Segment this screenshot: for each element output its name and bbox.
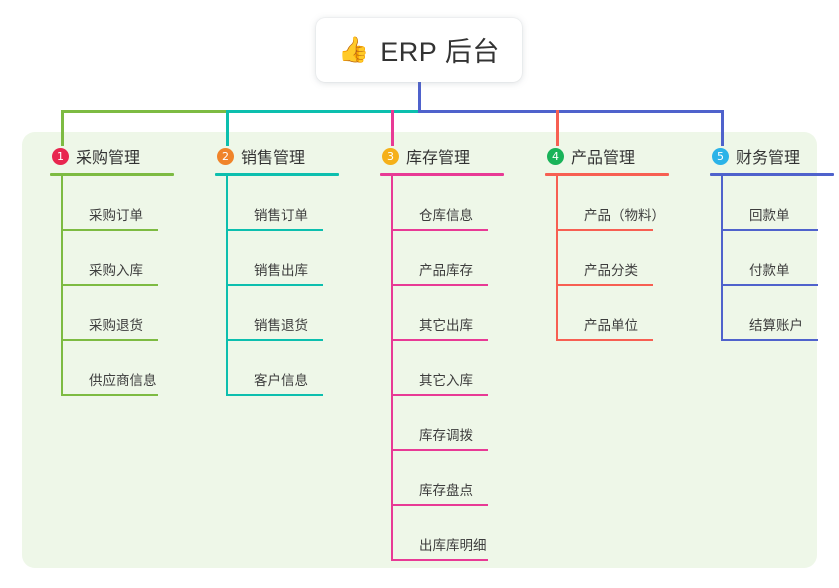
tree-item-label: 产品单位	[584, 318, 638, 333]
tree-item-label: 回款单	[749, 208, 790, 223]
tree-item-underline	[61, 339, 158, 341]
column-underline-5	[710, 173, 834, 176]
tree-item-underline	[61, 394, 158, 396]
trunk-connector	[418, 82, 421, 113]
column-badge-5: 5	[712, 147, 729, 165]
tree-item-label: 销售出库	[254, 263, 308, 278]
page-title: ERP 后台	[380, 36, 500, 67]
tree-item-underline	[226, 339, 323, 341]
tree-item-underline	[391, 504, 488, 506]
tree-item-underline	[391, 559, 488, 561]
tree-item-label: 付款单	[749, 263, 790, 278]
column-underline-2	[215, 173, 339, 176]
tree-item-label: 客户信息	[254, 373, 308, 388]
column-stem-4	[556, 176, 558, 339]
tree-item-underline	[61, 229, 158, 231]
column-title-3: 库存管理	[406, 150, 471, 167]
tree-item-label: 其它出库	[419, 318, 473, 333]
drop-connector-1	[61, 110, 64, 146]
column-stem-3	[391, 176, 393, 559]
column-title-1: 采购管理	[76, 150, 141, 167]
tree-item-label: 销售退货	[254, 318, 308, 333]
tree-item-underline	[391, 284, 488, 286]
tree-item-label: 结算账户	[749, 318, 803, 333]
column-badge-4: 4	[547, 147, 564, 165]
tree-item-underline	[721, 284, 818, 286]
tree-item-label: 供应商信息	[89, 373, 157, 388]
column-header-5[interactable]: 5 财务管理	[712, 144, 800, 168]
drop-connector-2	[226, 110, 229, 146]
bus-segment-2	[226, 110, 421, 113]
tree-item-label: 出库库明细	[419, 538, 487, 553]
column-badge-3: 3	[382, 147, 399, 165]
tree-item-underline	[556, 229, 653, 231]
tree-item-label: 采购退货	[89, 318, 143, 333]
tree-item-underline	[721, 229, 818, 231]
column-title-5: 财务管理	[736, 150, 801, 167]
tree-item-underline	[61, 284, 158, 286]
tree-item-label: 采购入库	[89, 263, 143, 278]
root-node-content: 👍 ERP 后台	[338, 30, 500, 69]
tree-item-label: 销售订单	[254, 208, 308, 223]
bus-segment-1	[61, 110, 229, 113]
tree-item-label: 产品（物料）	[584, 208, 665, 223]
diagram-panel	[22, 132, 817, 568]
column-underline-3	[380, 173, 504, 176]
column-list: 1 采购管理采购订单采购入库采购退货供应商信息 2 销售管理销售订单销售出库销售退货客…	[22, 132, 834, 568]
tree-item-label: 库存盘点	[419, 483, 473, 498]
drop-connector-5	[721, 110, 724, 146]
tree-item-label: 采购订单	[89, 208, 143, 223]
tree-item-underline	[721, 339, 818, 341]
tree-item-underline	[391, 449, 488, 451]
tree-item-underline	[391, 339, 488, 341]
tree-item-underline	[556, 339, 653, 341]
bus-segment-3	[418, 110, 724, 113]
column-title-2: 销售管理	[241, 150, 306, 167]
tree-item-label: 库存调拨	[419, 428, 473, 443]
column-badge-1: 1	[52, 147, 69, 165]
column-title-4: 产品管理	[571, 150, 636, 167]
tree-item-label: 产品分类	[584, 263, 638, 278]
tree-item-label: 其它入库	[419, 373, 473, 388]
tree-item-underline	[391, 229, 488, 231]
tree-item-label: 产品库存	[419, 263, 473, 278]
column-stem-5	[721, 176, 723, 339]
tree-item-label: 仓库信息	[419, 208, 473, 223]
tree-item-underline	[226, 284, 323, 286]
thumbs-up-emoji: 👍	[338, 34, 370, 64]
root-node-card[interactable]: 👍 ERP 后台	[316, 18, 522, 82]
column-badge-2: 2	[217, 147, 234, 165]
tree-item-underline	[226, 229, 323, 231]
tree-item-underline	[391, 394, 488, 396]
drop-connector-4	[556, 110, 559, 146]
column-header-3[interactable]: 3 库存管理	[382, 144, 470, 168]
column-underline-4	[545, 173, 669, 176]
column-header-2[interactable]: 2 销售管理	[217, 144, 305, 168]
column-header-1[interactable]: 1 采购管理	[52, 144, 140, 168]
column-header-4[interactable]: 4 产品管理	[547, 144, 635, 168]
tree-item-underline	[556, 284, 653, 286]
drop-connector-3	[391, 110, 394, 146]
tree-item-underline	[226, 394, 323, 396]
column-underline-1	[50, 173, 174, 176]
